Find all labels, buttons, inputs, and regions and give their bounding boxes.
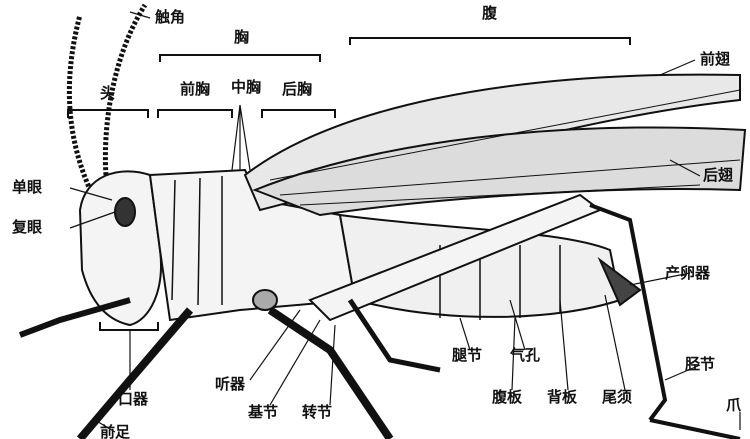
label-prothorax: 前胸 bbox=[180, 80, 211, 98]
label-abdomen: 腹 bbox=[482, 4, 498, 22]
label-spiracle: 气孔 bbox=[510, 346, 541, 364]
hindwing bbox=[252, 126, 747, 217]
label-head: 头 bbox=[100, 84, 116, 102]
label-femur: 腿节 bbox=[452, 346, 483, 364]
tympanum bbox=[252, 289, 278, 311]
label-cercus: 尾须 bbox=[602, 388, 633, 406]
ovipositor bbox=[597, 256, 642, 307]
label-tibia: 胫节 bbox=[685, 355, 716, 373]
compound-eye bbox=[114, 197, 136, 227]
abdomen-bracket bbox=[349, 37, 631, 45]
label-tympanum: 听器 bbox=[215, 375, 246, 393]
label-antenna: 触角 bbox=[155, 8, 186, 26]
label-metathorax: 后胸 bbox=[282, 80, 313, 98]
label-sternum: 腹板 bbox=[492, 388, 523, 406]
antenna-left bbox=[66, 14, 98, 202]
prothorax-bracket bbox=[157, 109, 233, 118]
label-compound-eye: 复眼 bbox=[12, 218, 43, 236]
label-ocellus: 单眼 bbox=[12, 178, 43, 196]
label-ovipositor: 产卵器 bbox=[665, 264, 711, 282]
label-claw: 爪 bbox=[726, 396, 742, 414]
label-mouthparts: 口器 bbox=[118, 390, 149, 408]
label-foreleg: 前足 bbox=[100, 423, 131, 439]
label-coxa: 基节 bbox=[248, 403, 279, 421]
label-hindwing: 后翅 bbox=[703, 166, 734, 184]
hind-tibia bbox=[589, 203, 668, 422]
thorax-bracket bbox=[159, 54, 321, 62]
head bbox=[78, 170, 162, 327]
mouthparts-bracket bbox=[99, 322, 159, 331]
label-trochanter: 转节 bbox=[302, 403, 333, 421]
label-tergum: 背板 bbox=[547, 388, 578, 406]
label-thorax: 胸 bbox=[234, 28, 250, 46]
label-mesothorax: 中胸 bbox=[231, 78, 262, 96]
antenna-right bbox=[102, 3, 148, 196]
metathorax-bracket bbox=[261, 109, 336, 118]
head-bracket bbox=[67, 109, 149, 118]
label-forewing: 前翅 bbox=[700, 50, 731, 68]
